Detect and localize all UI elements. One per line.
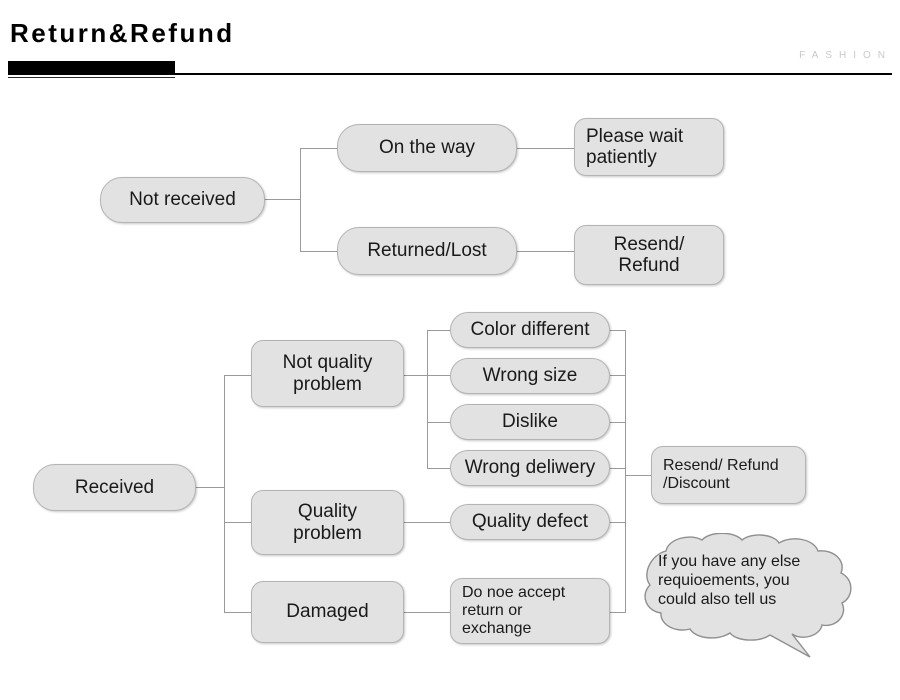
node-on-the-way-label: On the way	[378, 137, 476, 159]
node-received[interactable]: Received	[33, 464, 196, 511]
connector-outcome-collector	[625, 330, 626, 612]
node-please-wait-label: Please wait patiently	[586, 125, 684, 168]
node-not-received[interactable]: Not received	[100, 177, 265, 223]
node-color-different[interactable]: Color different	[450, 312, 610, 348]
node-do-not-accept-label: Do noe accept return or exchange	[462, 584, 566, 637]
connector-to-damaged	[224, 612, 251, 613]
node-wrong-deliwery-label: Wrong deliwery	[464, 457, 596, 479]
connector-damaged-to-do-not-accept	[404, 612, 451, 613]
connector-not-received-split	[300, 148, 301, 252]
node-not-quality-problem[interactable]: Not quality problem	[251, 340, 404, 407]
node-on-the-way[interactable]: On the way	[337, 124, 517, 172]
node-quality-problem[interactable]: Quality problem	[251, 490, 404, 555]
connector-quality-defect-out	[610, 522, 626, 523]
node-quality-problem-label: Quality problem	[293, 501, 362, 544]
connector-collector-to-outcome	[625, 475, 651, 476]
connector-to-not-quality-problem	[224, 375, 251, 376]
node-not-received-label: Not received	[129, 189, 236, 211]
connector-received-trunk	[196, 487, 225, 488]
page-title: Return&Refund	[10, 18, 235, 48]
connector-dislike-out	[610, 422, 626, 423]
node-not-quality-problem-label: Not quality problem	[282, 352, 373, 395]
connector-on-the-way-to-please-wait	[517, 148, 575, 149]
node-wrong-deliwery[interactable]: Wrong deliwery	[450, 450, 610, 486]
header-accent-underline	[8, 77, 175, 78]
connector-nqp-trunk	[404, 375, 428, 376]
header-accent-bar	[8, 61, 175, 74]
connector-wrong-deliwery-out	[610, 468, 626, 469]
connector-received-split	[224, 375, 225, 613]
connector-to-on-the-way	[300, 148, 338, 149]
node-color-different-label: Color different	[470, 319, 590, 341]
brand-watermark: FASHION	[799, 50, 892, 61]
callout-bubble-text: If you have any else requioements, you c…	[658, 553, 801, 608]
connector-not-received-trunk	[265, 199, 301, 200]
connector-wrong-size-out	[610, 375, 626, 376]
connector-nqp-split	[427, 330, 428, 469]
header-rule	[8, 73, 892, 75]
connector-to-dislike	[427, 422, 451, 423]
node-wrong-size[interactable]: Wrong size	[450, 358, 610, 394]
connector-to-quality-problem	[224, 522, 251, 523]
node-damaged[interactable]: Damaged	[251, 581, 404, 643]
node-received-label: Received	[74, 476, 155, 498]
node-resend-refund[interactable]: Resend/ Refund	[574, 225, 724, 285]
node-damaged-label: Damaged	[286, 601, 369, 623]
connector-do-not-accept-out	[610, 612, 626, 613]
node-dislike-label: Dislike	[502, 411, 558, 433]
node-dislike[interactable]: Dislike	[450, 404, 610, 440]
connector-color-different-out	[610, 330, 626, 331]
node-please-wait-patiently[interactable]: Please wait patiently	[574, 118, 724, 176]
node-quality-defect-label: Quality defect	[471, 511, 589, 533]
connector-to-color-different	[427, 330, 451, 331]
callout-bubble[interactable]: If you have any else requioements, you c…	[634, 533, 866, 658]
callout-bubble-shape	[644, 533, 852, 658]
connector-to-wrong-size	[427, 375, 451, 376]
node-resend-refund-discount[interactable]: Resend/ Refund /Discount	[651, 446, 806, 504]
node-wrong-size-label: Wrong size	[482, 365, 578, 387]
node-resend-refund-discount-label: Resend/ Refund /Discount	[663, 457, 779, 492]
node-resend-refund-label: Resend/ Refund	[613, 233, 685, 276]
node-do-not-accept-return-or-exchange[interactable]: Do noe accept return or exchange	[450, 578, 610, 644]
node-returned-lost[interactable]: Returned/Lost	[337, 227, 517, 275]
connector-to-returned-lost	[300, 251, 338, 252]
connector-qp-to-quality-defect	[404, 522, 451, 523]
node-quality-defect[interactable]: Quality defect	[450, 504, 610, 540]
connector-to-wrong-deliwery	[427, 468, 451, 469]
node-returned-lost-label: Returned/Lost	[367, 240, 487, 262]
connector-returned-lost-to-resend	[517, 251, 575, 252]
